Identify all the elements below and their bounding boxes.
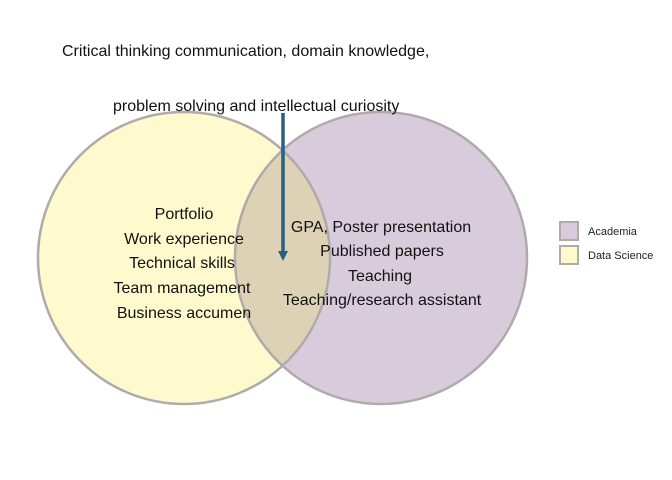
legend-swatch-data-science (559, 245, 579, 265)
academia-item-published-papers: Published papers (320, 243, 444, 260)
data-science-item-team-management: Team management (114, 280, 252, 297)
data-science-item-work-experience: Work experience (124, 231, 244, 248)
academia-item-teaching-research-assistant: Teaching/research assistant (283, 292, 482, 309)
data-science-outline (36, 110, 332, 406)
legend: Academia Data Science (559, 221, 653, 265)
legend-swatch-academia (559, 221, 579, 241)
arrow-head (278, 251, 288, 261)
annotation-line-1: Critical thinking communication, domain … (62, 43, 429, 60)
academia-outline (233, 110, 529, 406)
overlap-region (235, 112, 330, 404)
annotation-line-2: problem solving and intellectual curiosi… (113, 98, 399, 115)
academia-item-teaching: Teaching (348, 268, 412, 285)
legend-label-data-science: Data Science (588, 250, 653, 262)
legend-label-academia: Academia (588, 226, 638, 238)
academia-item-gpa-poster: GPA, Poster presentation (291, 219, 471, 236)
data-science-item-business-accumen: Business accumen (117, 305, 251, 322)
data-science-item-portfolio: Portfolio (155, 206, 214, 223)
data-science-item-technical-skills: Technical skills (129, 255, 235, 272)
